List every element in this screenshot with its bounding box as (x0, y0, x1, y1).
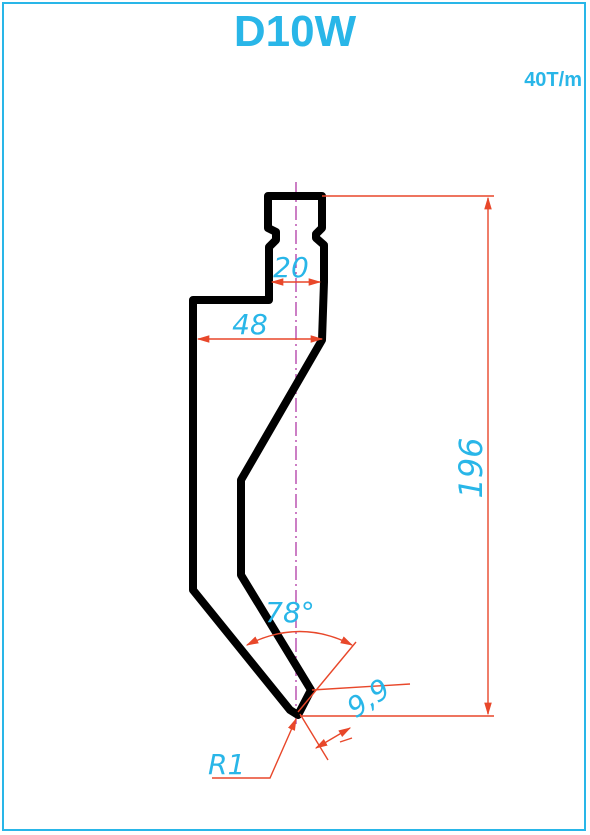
height-dimension-label: 196 (452, 437, 490, 498)
tip-offset-extension-a (299, 713, 329, 761)
neck-width-label: 20 (273, 251, 309, 284)
angle-extension-line (297, 641, 357, 713)
radius-label: R1 (208, 748, 245, 781)
tonnage-label: 40T/m (524, 69, 582, 91)
body-width-label: 48 (232, 308, 268, 341)
tip-offset-dimension-line (314, 727, 352, 749)
angle-label: 78° (265, 596, 315, 629)
tip-offset-tick (339, 737, 353, 743)
tool-title: D10W (233, 7, 357, 56)
angle-arc (245, 630, 354, 646)
punch-profile (189, 192, 328, 719)
radius-leader (212, 717, 297, 779)
tip-offset-extension-b (311, 683, 411, 691)
